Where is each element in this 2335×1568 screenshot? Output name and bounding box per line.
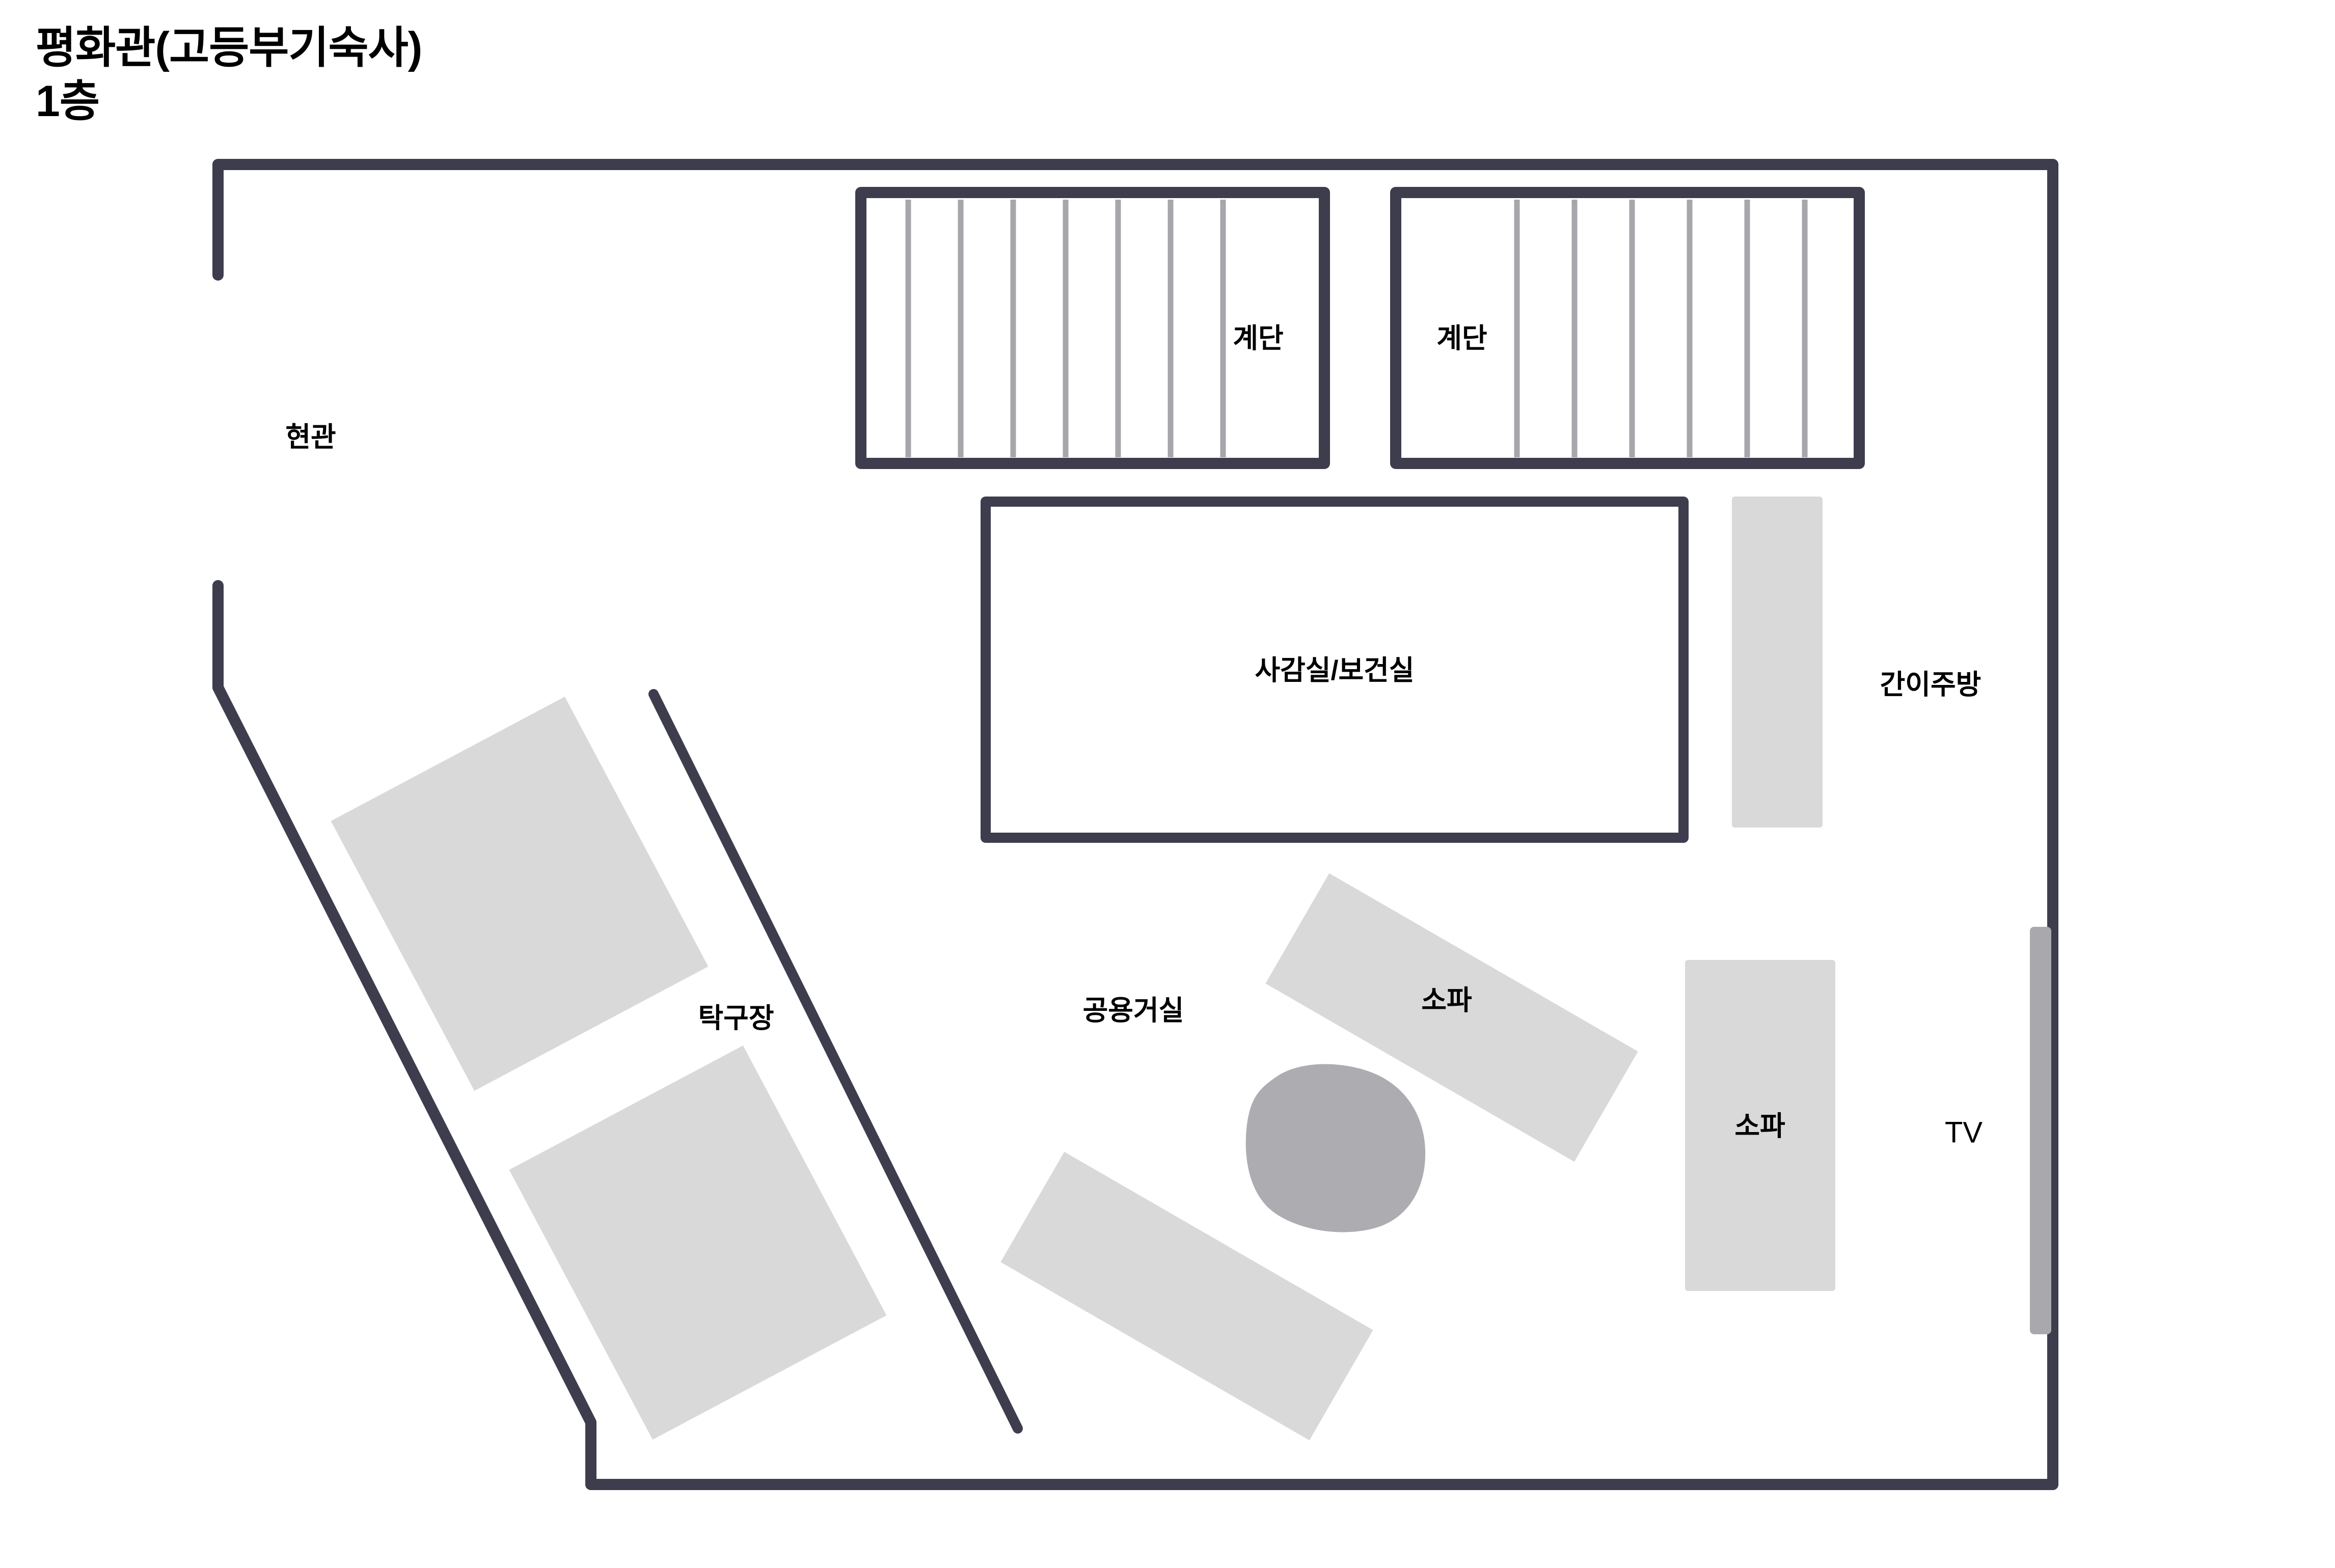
common-living-room[interactable]: 공용거실 소파 소파 TV	[1000, 873, 2051, 1441]
inner-diagonal-wall	[648, 689, 1023, 1434]
tv-label: TV	[1945, 1116, 1983, 1149]
sofa-lower	[1000, 1151, 1373, 1441]
building-name: 평화관(고등부기숙사)	[36, 23, 422, 72]
stairs-right-steps	[1514, 200, 1808, 457]
tv-panel	[2030, 927, 2051, 1334]
ping-pong-table-upper	[331, 697, 709, 1091]
stairs-left-steps	[905, 200, 1226, 457]
outer-walls	[212, 159, 2058, 1490]
kitchenette-counter	[1732, 497, 1823, 828]
stairs-left-label: 계단	[1233, 323, 1283, 353]
kitchenette[interactable]: 간이주방	[1732, 497, 1981, 828]
left-diagonal-wall	[212, 682, 596, 1490]
coffee-table	[1245, 1064, 1426, 1232]
room-supervisor-nurse-outline	[981, 497, 1689, 843]
room-supervisor-nurse-label: 사감실/보건실	[1255, 655, 1414, 685]
stairs-left[interactable]: 계단	[855, 187, 1330, 469]
room-supervisor-nurse[interactable]: 사감실/보건실	[981, 497, 1689, 843]
sofa-upper	[1265, 873, 1638, 1162]
sofa-right	[1685, 960, 1835, 1291]
sofa-right-label: 소파	[1734, 1111, 1785, 1141]
ping-pong-table-lower	[509, 1046, 887, 1440]
stairs-right-label: 계단	[1436, 323, 1487, 353]
common-living-room-label: 공용거실	[1083, 995, 1184, 1026]
table-tennis-area[interactable]: 탁구장	[331, 697, 887, 1440]
page-title: 평화관(고등부기숙사) 1층	[36, 21, 422, 128]
sofa-upper-label: 소파	[1421, 985, 1472, 1015]
stairs-right[interactable]: 계단	[1390, 187, 1865, 469]
kitchenette-label: 간이주방	[1880, 669, 1981, 700]
table-tennis-label: 탁구장	[698, 1003, 774, 1033]
entrance-label: 현관	[285, 422, 336, 452]
floor-number: 1층	[36, 76, 100, 126]
stairs-left-outline	[855, 187, 1330, 469]
stairs-right-outline	[1390, 187, 1865, 469]
